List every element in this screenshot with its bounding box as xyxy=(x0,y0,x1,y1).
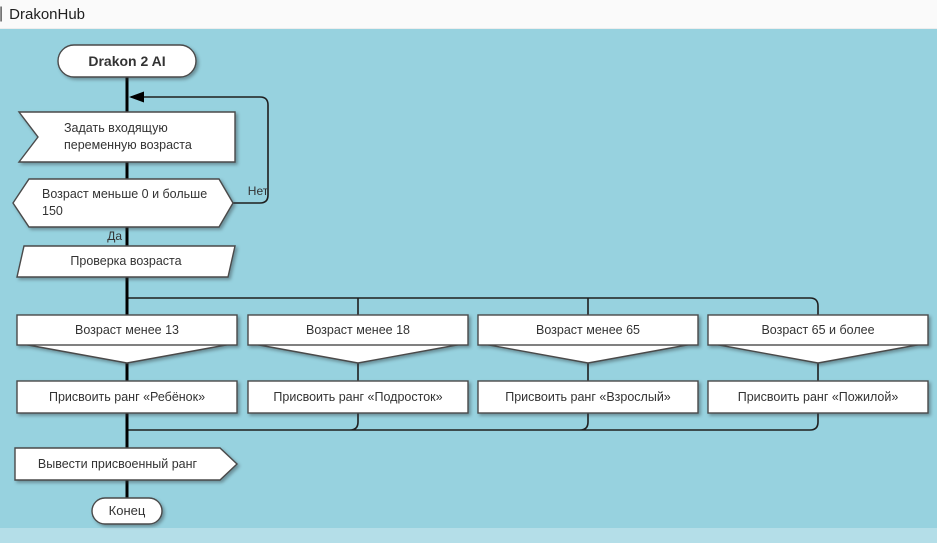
action-node-shape xyxy=(16,380,238,414)
branch-header-shape xyxy=(707,314,929,346)
branch-join-connector xyxy=(127,413,819,431)
yes-branch-label: Да xyxy=(107,229,122,243)
action-node-2[interactable]: Присвоить ранг «Подросток» xyxy=(273,389,443,404)
start-node[interactable]: Drakon 2 AI xyxy=(88,52,166,69)
loop-arrowhead-icon xyxy=(129,91,144,103)
input-node-shape xyxy=(17,111,236,163)
branch-header-1[interactable]: Возраст менее 13 xyxy=(75,322,179,337)
end-node[interactable]: Конец xyxy=(108,503,146,519)
branch-header-vee xyxy=(707,342,929,364)
branch-header-vee xyxy=(247,342,469,364)
output-node[interactable]: Вывести присвоенный ранг xyxy=(37,456,198,471)
app-header: | DrakonHub xyxy=(0,0,937,29)
branch-header-3[interactable]: Возраст менее 65 xyxy=(536,322,640,337)
branch-header-shape xyxy=(247,314,469,346)
branch-header-4[interactable]: Возраст 65 и более xyxy=(761,322,875,337)
branch-top-connector xyxy=(127,297,819,315)
check-node-shape xyxy=(16,245,236,278)
branch-header-vee xyxy=(16,342,238,364)
no-branch-label: Нет xyxy=(247,184,269,198)
action-node-shape xyxy=(247,380,469,414)
branch-header-shape xyxy=(16,314,238,346)
output-node-shape xyxy=(14,447,239,481)
input-node[interactable]: Задать входящую переменную возраста xyxy=(64,121,192,152)
flowchart-shapes xyxy=(12,44,929,525)
diagram-canvas[interactable]: Drakon 2 AI Задать входящую переменную в… xyxy=(0,29,937,543)
action-node-shape xyxy=(477,380,699,414)
header-divider: | xyxy=(0,5,4,22)
end-node-shape xyxy=(91,497,163,525)
branch-header-vee xyxy=(477,342,699,364)
start-node-shape xyxy=(57,44,197,78)
header-action-connectors xyxy=(357,363,819,381)
connector-lines xyxy=(127,96,819,431)
action-node-4[interactable]: Присвоить ранг «Пожилой» xyxy=(737,389,899,404)
decision-node[interactable]: Возраст меньше 0 и больше 150 xyxy=(42,187,208,218)
action-node-3[interactable]: Присвоить ранг «Взрослый» xyxy=(505,389,671,404)
flowchart-svg xyxy=(12,44,929,525)
branch-header-2[interactable]: Возраст менее 18 xyxy=(306,322,410,337)
horizontal-scrollbar[interactable] xyxy=(0,528,937,543)
action-node-shape xyxy=(707,380,929,414)
check-node[interactable]: Проверка возраста xyxy=(70,254,182,269)
branch-header-shape xyxy=(477,314,699,346)
decision-node-shape xyxy=(12,178,234,228)
action-node-1[interactable]: Присвоить ранг «Ребёнок» xyxy=(48,389,206,404)
app-title[interactable]: DrakonHub xyxy=(9,5,86,23)
loop-back-line xyxy=(131,96,269,204)
